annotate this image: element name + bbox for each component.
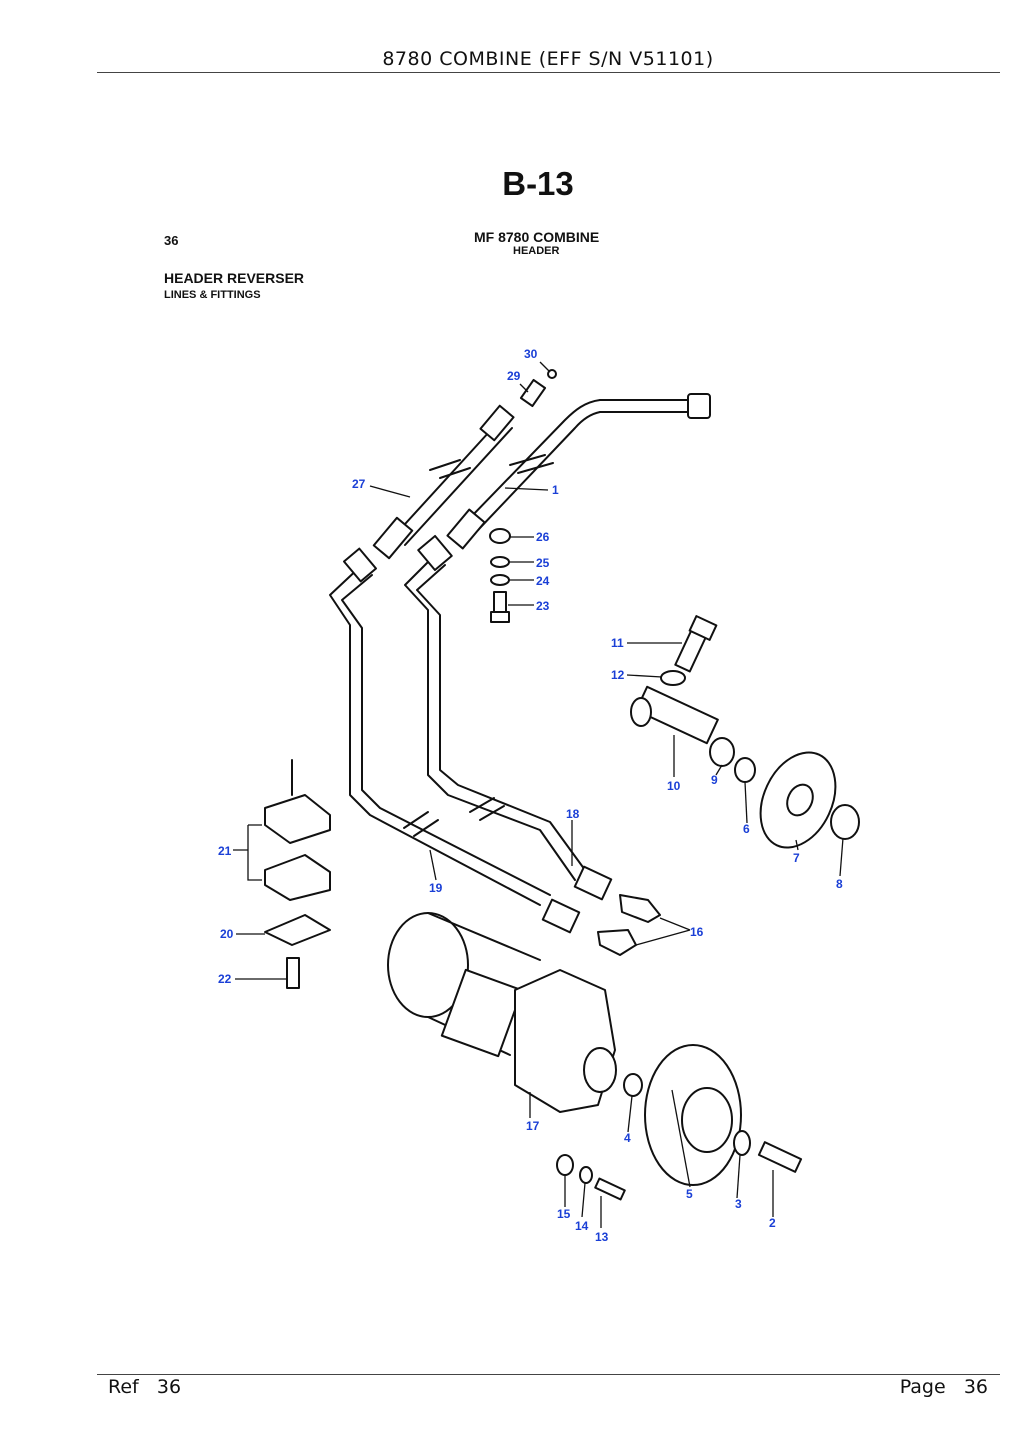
footer-divider — [97, 1374, 1000, 1375]
footer-ref-value: 36 — [156, 1376, 182, 1398]
hardware-23-26 — [489, 528, 511, 623]
callout-10: 10 — [667, 779, 681, 793]
callout-11: 11 — [611, 636, 624, 650]
callout-5: 5 — [686, 1187, 693, 1201]
callout-labels: 30 29 27 1 26 25 24 23 11 12 10 9 6 7 8 … — [218, 347, 843, 1244]
callout-6: 6 — [743, 822, 750, 836]
callout-13: 13 — [595, 1230, 609, 1244]
callout-26: 26 — [536, 530, 550, 544]
footer-page-label: Page — [899, 1376, 946, 1398]
callout-20: 20 — [220, 927, 234, 941]
callout-25: 25 — [536, 556, 550, 570]
callout-2: 2 — [769, 1216, 776, 1230]
callout-30: 30 — [524, 347, 538, 361]
callout-9: 9 — [711, 773, 718, 787]
pulley-assembly — [630, 615, 860, 849]
sprocket-5 — [623, 1044, 803, 1186]
pipe-19 — [329, 547, 581, 934]
callout-24: 24 — [536, 574, 550, 588]
plate-ref-number: 36 — [164, 233, 179, 248]
header-divider — [97, 72, 1000, 73]
plate-model-sub: HEADER — [513, 245, 560, 257]
leader-lines — [233, 361, 844, 1228]
callout-18: 18 — [566, 807, 580, 821]
callout-1: 1 — [552, 483, 559, 497]
plate-title: HEADER REVERSER — [164, 270, 305, 286]
callout-29: 29 — [507, 369, 521, 383]
plate-model: MF 8780 COMBINE — [474, 229, 600, 245]
callout-15: 15 — [557, 1207, 571, 1221]
pipe-18 — [404, 534, 613, 901]
callout-8: 8 — [836, 877, 843, 891]
hydraulic-motor-17 — [387, 912, 617, 1113]
callout-12: 12 — [611, 668, 625, 682]
callout-19: 19 — [429, 881, 443, 895]
callout-22: 22 — [218, 972, 232, 986]
hose-27 — [372, 404, 515, 560]
callout-21: 21 — [218, 844, 232, 858]
section-code: B-13 — [502, 165, 574, 202]
clamp-assembly — [264, 759, 331, 989]
callout-23: 23 — [536, 599, 550, 613]
footer-ref-label: Ref — [108, 1376, 139, 1398]
plate-subtitle: LINES & FITTINGS — [164, 289, 261, 301]
callout-4: 4 — [624, 1131, 631, 1145]
adapter-29 — [519, 369, 557, 408]
callout-7: 7 — [793, 851, 800, 865]
hose-1 — [446, 393, 711, 550]
footer-page-value: 36 — [963, 1376, 988, 1398]
callout-16: 16 — [690, 925, 704, 939]
callout-27: 27 — [352, 477, 366, 491]
elbow-16 — [597, 894, 661, 956]
callout-14: 14 — [575, 1219, 589, 1233]
hardware-13-15 — [556, 1154, 626, 1201]
callout-17: 17 — [526, 1119, 540, 1133]
callout-3: 3 — [735, 1197, 742, 1211]
page-header-title: 8780 COMBINE (EFF S/N V51101) — [382, 48, 714, 70]
footer-ref: Ref 36 — [108, 1376, 181, 1398]
footer-page: Page 36 — [900, 1376, 988, 1398]
